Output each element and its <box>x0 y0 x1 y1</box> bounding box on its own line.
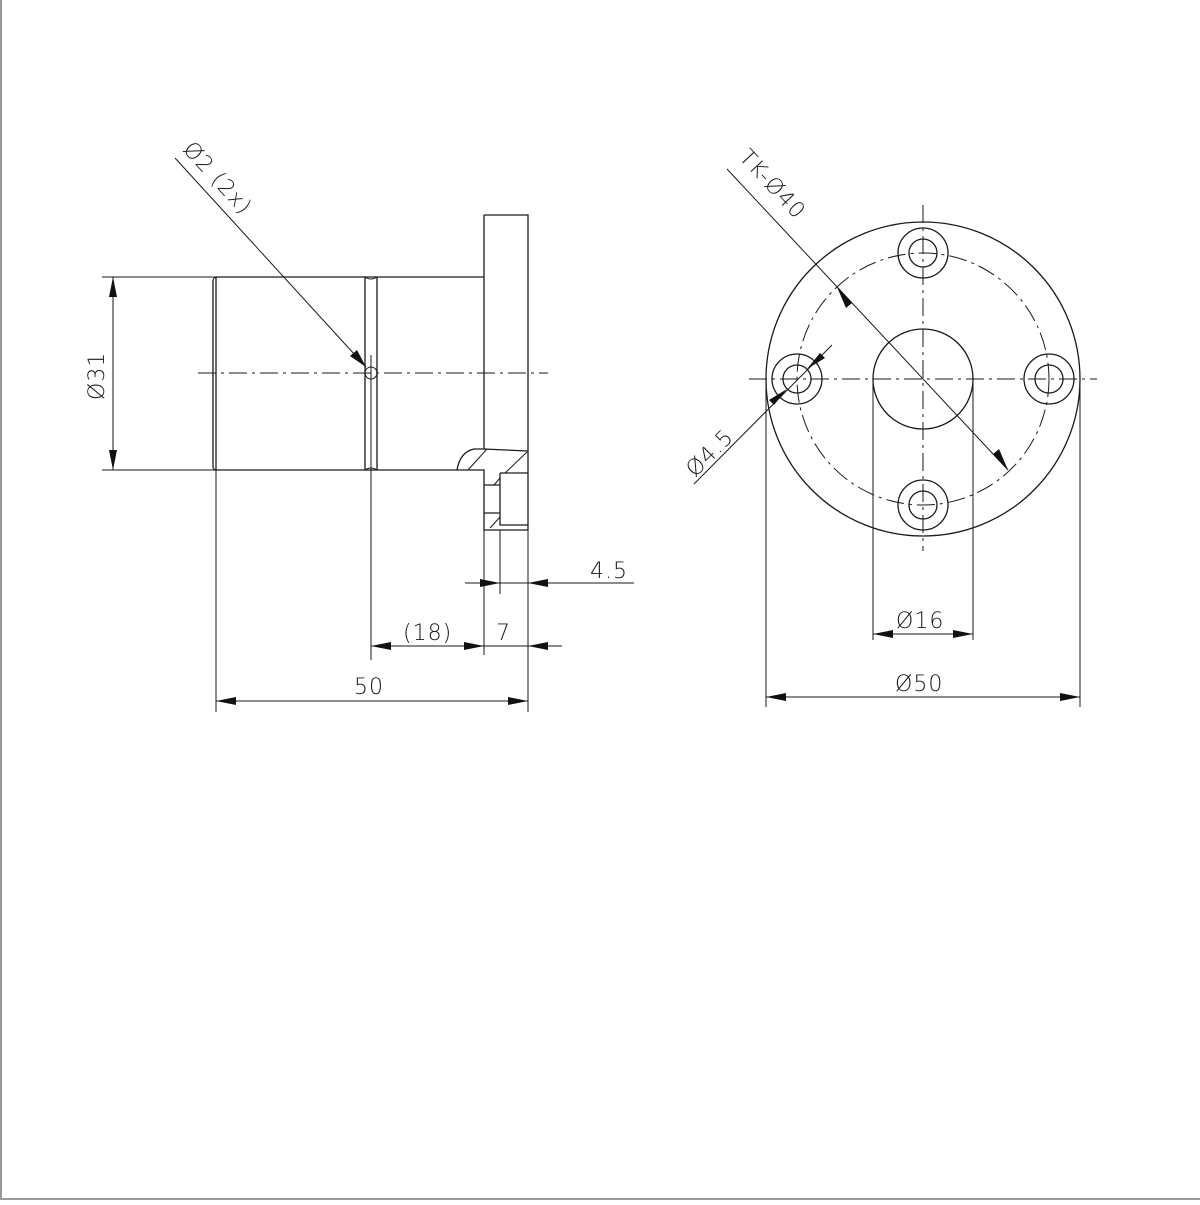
counterbore-section <box>456 448 529 531</box>
dim-flange-thickness: 7 <box>496 621 511 646</box>
arrow-icon <box>837 287 852 308</box>
arrow-icon <box>464 642 484 650</box>
arrow-icon <box>350 350 366 367</box>
dim-reference-length: (18) <box>403 621 452 646</box>
bolt-hole-top <box>897 227 949 279</box>
flange-outline <box>483 214 529 530</box>
arrow-icon <box>109 277 117 297</box>
frame-border-bottom <box>0 1198 1200 1200</box>
section-hatching <box>467 448 528 529</box>
dim-bolt-circle: TK-Ø40 <box>734 145 811 225</box>
dim-outer-diameter: Ø31 <box>85 352 110 400</box>
arrow-icon <box>766 693 786 701</box>
arrow-icon <box>216 697 236 705</box>
arrow-icon <box>480 579 500 587</box>
dim-bore-diameter: Ø16 <box>896 609 944 634</box>
arrow-icon <box>873 630 893 638</box>
arrow-icon <box>769 389 787 405</box>
arrow-icon <box>993 449 1008 470</box>
arrow-icon <box>109 450 117 470</box>
frame-border-left <box>0 0 2 1200</box>
side-view: Ø31 Ø2 (2x) 4.5 (18) 7 <box>85 137 634 712</box>
arrow-icon <box>528 579 548 587</box>
dim-overall-length: 50 <box>354 675 384 700</box>
dim-flange-diameter: Ø50 <box>895 672 943 697</box>
bolt-hole-right <box>1023 353 1075 405</box>
arrow-icon <box>1060 693 1080 701</box>
arrow-icon <box>953 630 973 638</box>
dim-hole-callout: Ø2 (2x) <box>178 137 257 220</box>
leader-line <box>174 157 367 368</box>
arrow-icon <box>371 642 391 650</box>
dim-line <box>693 344 833 485</box>
front-view: TK-Ø40 Ø4.5 Ø16 Ø50 <box>682 145 1097 707</box>
arrow-icon <box>508 697 528 705</box>
shaft-outline <box>212 276 484 471</box>
bolt-hole-bottom <box>897 479 949 531</box>
arrow-icon <box>807 353 825 369</box>
dim-counterbore-depth: 4.5 <box>590 559 628 584</box>
dim-bolt-hole: Ø4.5 <box>682 425 739 482</box>
bolt-hole-left <box>771 353 823 405</box>
dim-line <box>726 168 1009 471</box>
arrow-icon <box>528 642 548 650</box>
